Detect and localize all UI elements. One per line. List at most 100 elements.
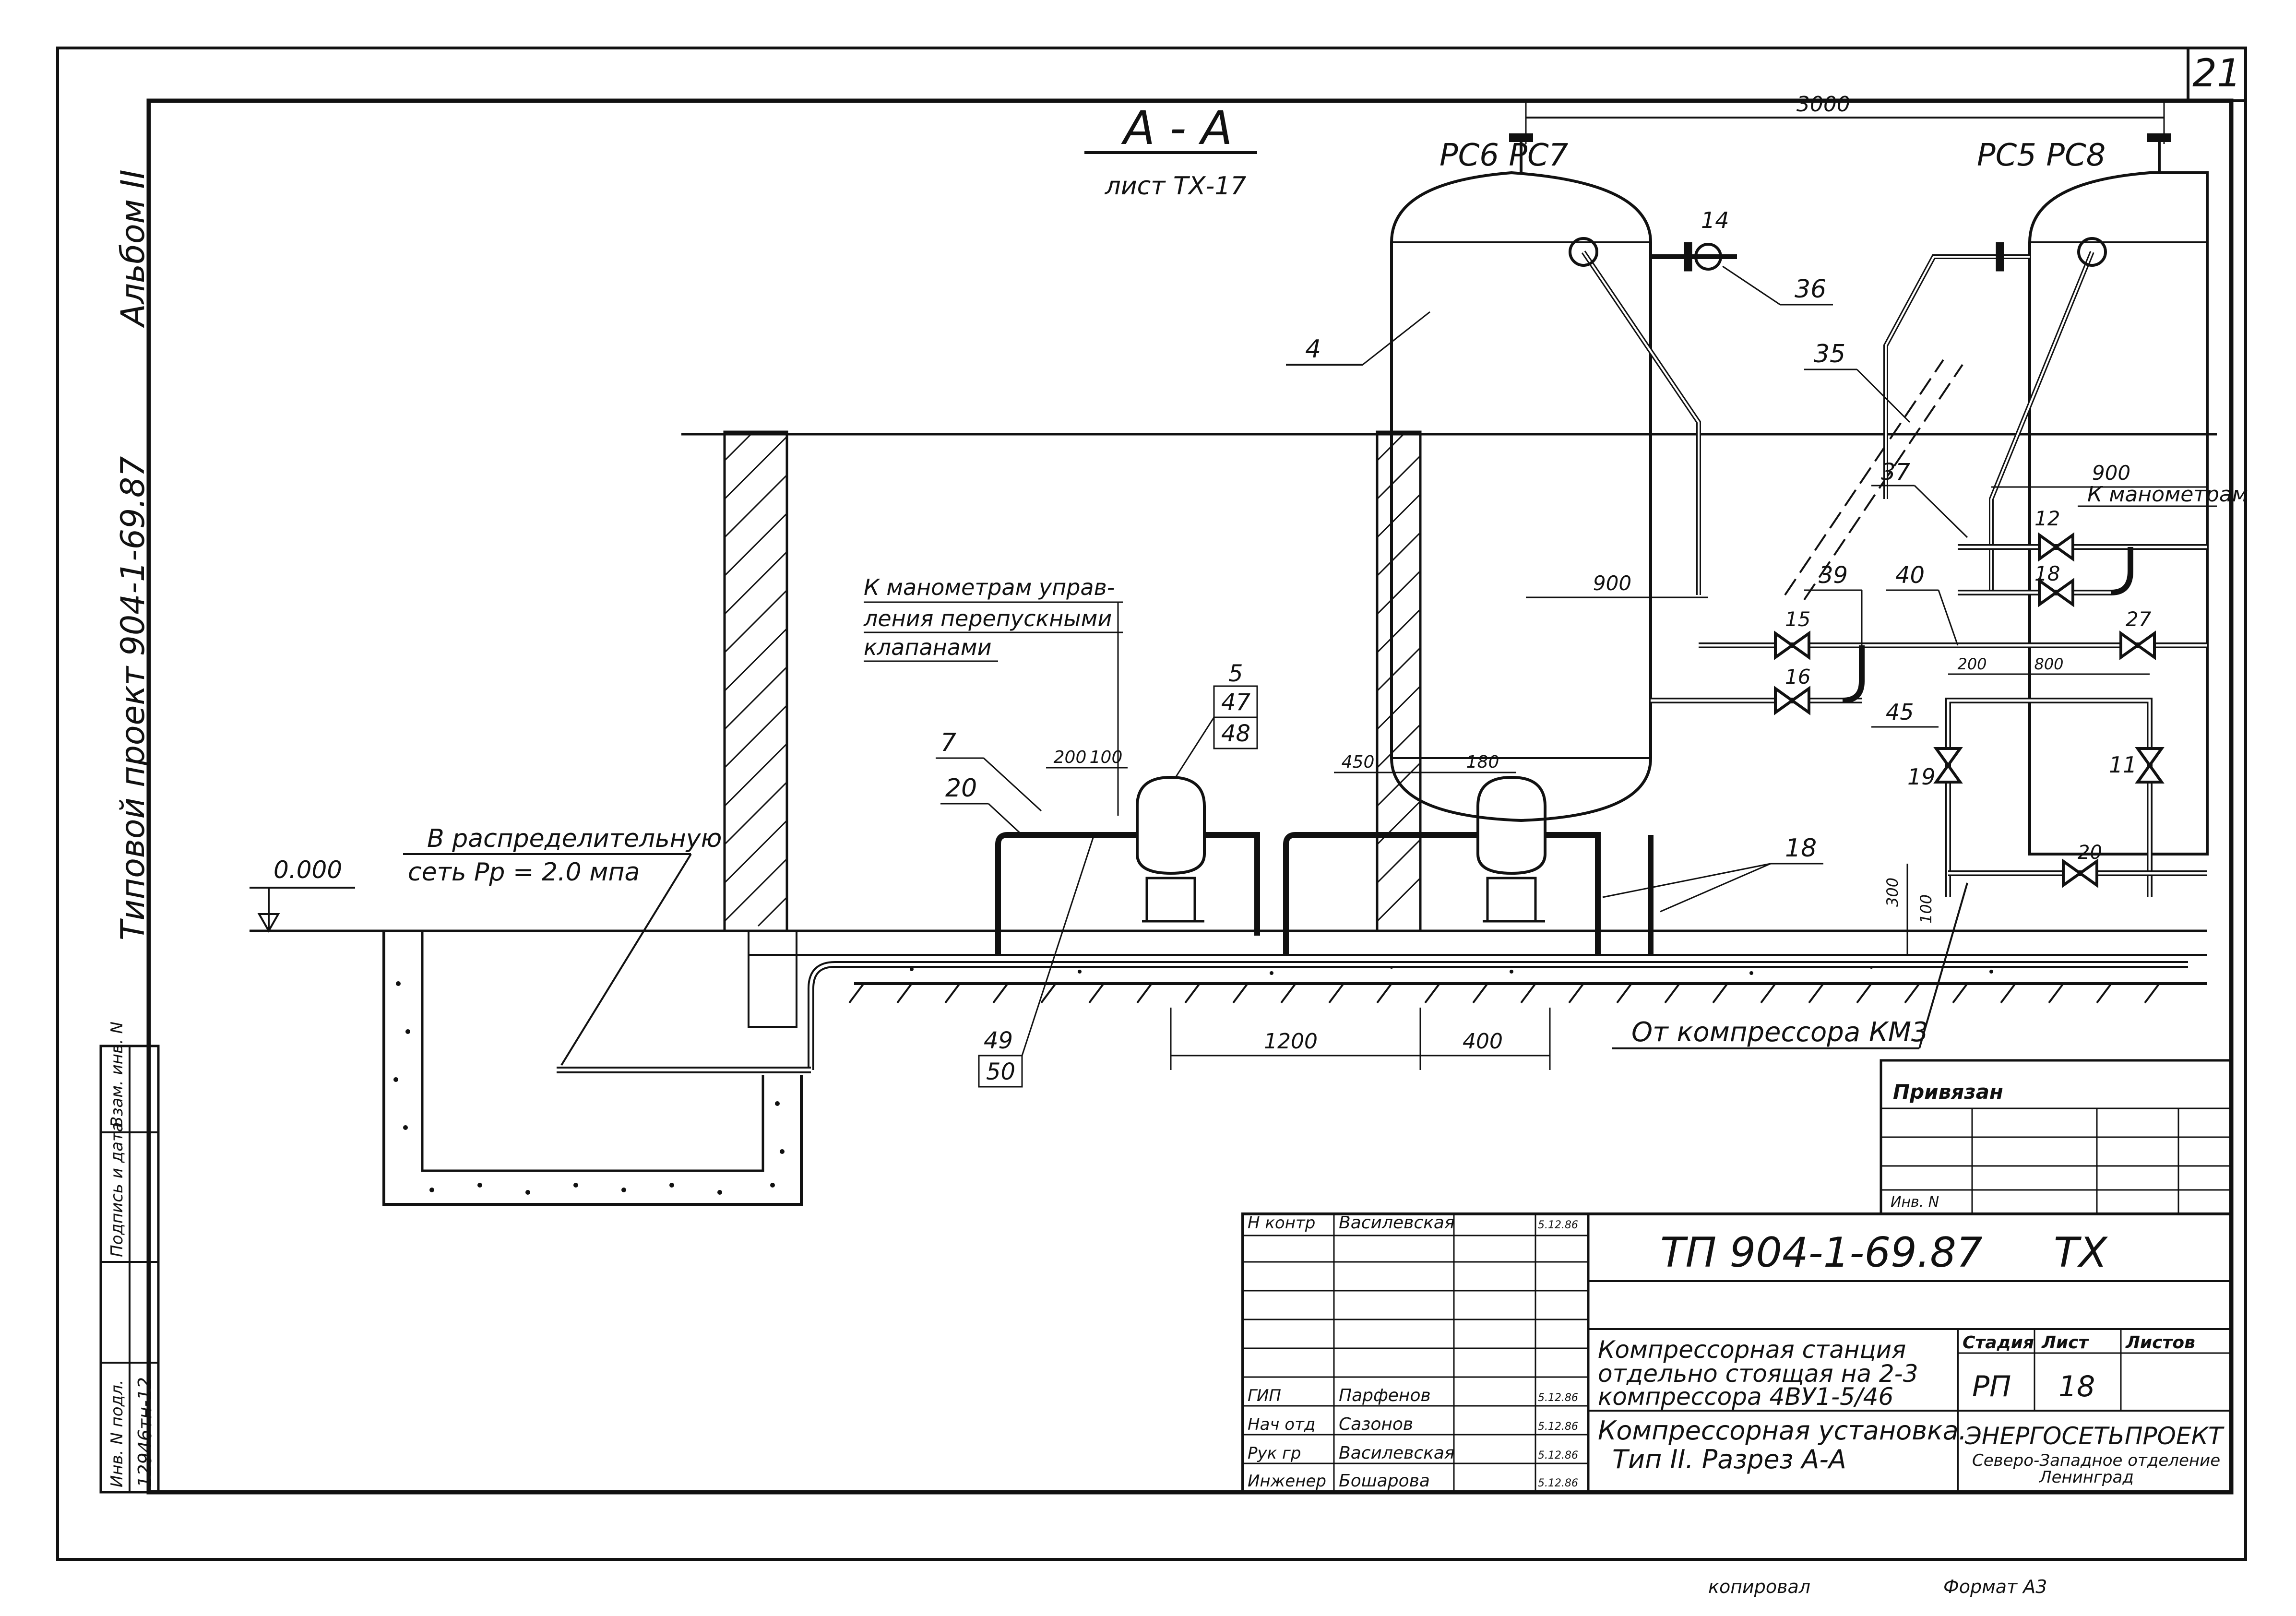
outer-frame xyxy=(56,47,2247,1561)
object-line-1: Компрессорная станция xyxy=(1598,1336,1906,1364)
oil-separator-middle xyxy=(1476,775,1547,923)
manometer-right-label: К манометрам xyxy=(2087,482,2248,507)
level-mark-text: 0.000 xyxy=(274,856,342,884)
sig-name-1: Парфенов xyxy=(1339,1386,1431,1405)
wall-left xyxy=(723,430,797,1028)
floor-ground xyxy=(250,929,2207,1004)
network-callout: В распределительную сеть Рр = 2.0 мпа xyxy=(403,824,722,1066)
callout-19: 19 xyxy=(1907,764,1936,790)
cable-pit xyxy=(382,931,803,1206)
callout-18b: 18 xyxy=(1785,834,1817,863)
dim-1200: 1200 xyxy=(1264,1029,1318,1054)
manometer-label-2: ления перепускными xyxy=(863,606,1112,631)
air-receiver-right xyxy=(2028,133,2209,856)
privyazan-inv: Инв. N xyxy=(1891,1194,1939,1211)
stage-label: Стадия xyxy=(1963,1333,2034,1353)
sig-date-3: 5.12.86 xyxy=(1538,1450,1578,1462)
sheet-label: Лист xyxy=(2041,1333,2089,1353)
callout-47: 47 xyxy=(1221,689,1251,716)
vzam-label: Взам. инв. N xyxy=(107,1022,127,1128)
sheet-title-2: Тип II. Разрез А-А xyxy=(1612,1444,1846,1474)
sig-name-0: Василевская xyxy=(1339,1213,1455,1233)
dim-800: 800 xyxy=(2034,655,2063,673)
sig-role-2: Нач отд xyxy=(1248,1415,1315,1434)
callout-48: 48 xyxy=(1221,720,1250,747)
level-mark: 0.000 xyxy=(250,856,355,933)
section-title: А - А xyxy=(1120,101,1232,155)
manometer-callout: К манометрам управ- ления перепускными к… xyxy=(863,574,1123,816)
dim-100a: 100 xyxy=(1090,748,1123,767)
section-ref: лист ТХ-17 xyxy=(1105,172,1247,201)
left-stamp: Взам. инв. N Подпись и дата Инв. N подл.… xyxy=(99,1022,160,1494)
callout-7: 7 xyxy=(940,728,956,757)
doc-mark: ТХ xyxy=(2054,1229,2108,1277)
dim-3000: 3000 xyxy=(1796,92,1850,117)
dim-300: 300 xyxy=(1883,878,1902,907)
org-line-1: ЭНЕРГОСЕТЬПРОЕКТ xyxy=(1964,1422,2225,1450)
network-label-2: сеть Рр = 2.0 мпа xyxy=(408,858,640,887)
manometer-label-3: клапанами xyxy=(864,634,992,660)
manometer-label-1: К манометрам управ- xyxy=(864,574,1115,600)
sig-role-1: ГИП xyxy=(1248,1386,1281,1405)
sign-label: Подпись и дата xyxy=(107,1122,127,1257)
callout-37: 37 xyxy=(1881,459,1911,486)
callout-20: 20 xyxy=(945,774,977,803)
from-compressor-label: От компрессора КМ3 xyxy=(1631,1017,1928,1048)
org-line-3: Ленинград xyxy=(2038,1468,2134,1487)
sig-date-2: 5.12.86 xyxy=(1538,1421,1578,1433)
doc-code: ТП 904-1-69.87 xyxy=(1660,1229,1983,1277)
callout-50: 50 xyxy=(986,1058,1015,1085)
dim-100b: 100 xyxy=(1917,894,1935,924)
project-label: Типовой проект 904-1-69.87 xyxy=(114,456,152,940)
dim-200a: 200 xyxy=(1054,748,1087,767)
sheet-value: 18 xyxy=(2058,1370,2095,1403)
callout-11: 11 xyxy=(2109,752,2137,778)
callout-20b: 20 xyxy=(2078,842,2102,864)
object-line-3: компрессора 4ВУ1-5/46 xyxy=(1598,1383,1893,1411)
network-label-1: В распределительную xyxy=(427,824,722,853)
callout-5: 5 xyxy=(1228,660,1243,687)
valves-left-label: РС6 РС7 xyxy=(1439,138,1569,173)
org-line-2: Северо-Западное отделение xyxy=(1972,1451,2220,1470)
callout-16: 16 xyxy=(1785,665,1810,689)
pipe-network xyxy=(1569,237,2207,897)
dim-900a: 900 xyxy=(1593,571,1631,595)
sig-name-4: Бошарова xyxy=(1339,1471,1430,1491)
title-block: Н контр Василевская 5.12.86 ГИП Парфенов… xyxy=(1241,1212,2233,1494)
dimension-3000: 3000 xyxy=(1525,92,2165,144)
sheet-title-1: Компрессорная установка. xyxy=(1598,1415,1967,1446)
oil-separator-left xyxy=(1136,775,1206,923)
format-label: Формат А3 xyxy=(1943,1576,2047,1597)
copied-label: копировал xyxy=(1708,1576,1810,1597)
sig-role-0: Н контр xyxy=(1248,1213,1315,1233)
wall-middle xyxy=(1376,430,1422,932)
sig-role-3: Рук гр xyxy=(1248,1444,1301,1463)
callout-18a: 18 xyxy=(2034,562,2060,585)
callout-35: 35 xyxy=(1814,340,1845,368)
object-line-2: отдельно стоящая на 2-3 xyxy=(1598,1360,1918,1388)
callout-27: 27 xyxy=(2126,607,2152,631)
air-receiver-left xyxy=(1390,133,1652,822)
dim-450: 450 xyxy=(1342,752,1375,772)
sig-name-2: Сазонов xyxy=(1339,1414,1413,1434)
sig-date-0: 5.12.86 xyxy=(1538,1219,1578,1231)
sheet-number-box xyxy=(2187,47,2247,102)
sig-name-3: Василевская xyxy=(1339,1443,1455,1463)
privyazan-block: Привязан Инв. N xyxy=(1880,1059,2233,1215)
dim-900b: 900 xyxy=(2092,461,2130,485)
sheet-number: 21 xyxy=(2192,51,2241,95)
callout-39: 39 xyxy=(1819,562,1848,589)
callout-40: 40 xyxy=(1895,562,1925,589)
sig-role-4: Инженер xyxy=(1248,1472,1326,1491)
album-label: Альбом II xyxy=(114,169,152,328)
dim-400: 400 xyxy=(1463,1029,1503,1054)
valves xyxy=(1774,532,2165,888)
callout-36: 36 xyxy=(1795,275,1826,304)
callout-4: 4 xyxy=(1305,335,1321,364)
valves-right-label: РС5 РС8 xyxy=(1977,138,2106,173)
stage-value: РП xyxy=(1972,1370,2011,1403)
sig-date-4: 5.12.86 xyxy=(1538,1477,1578,1489)
dim-180: 180 xyxy=(1466,752,1499,772)
sheets-label: Листов xyxy=(2125,1333,2195,1353)
